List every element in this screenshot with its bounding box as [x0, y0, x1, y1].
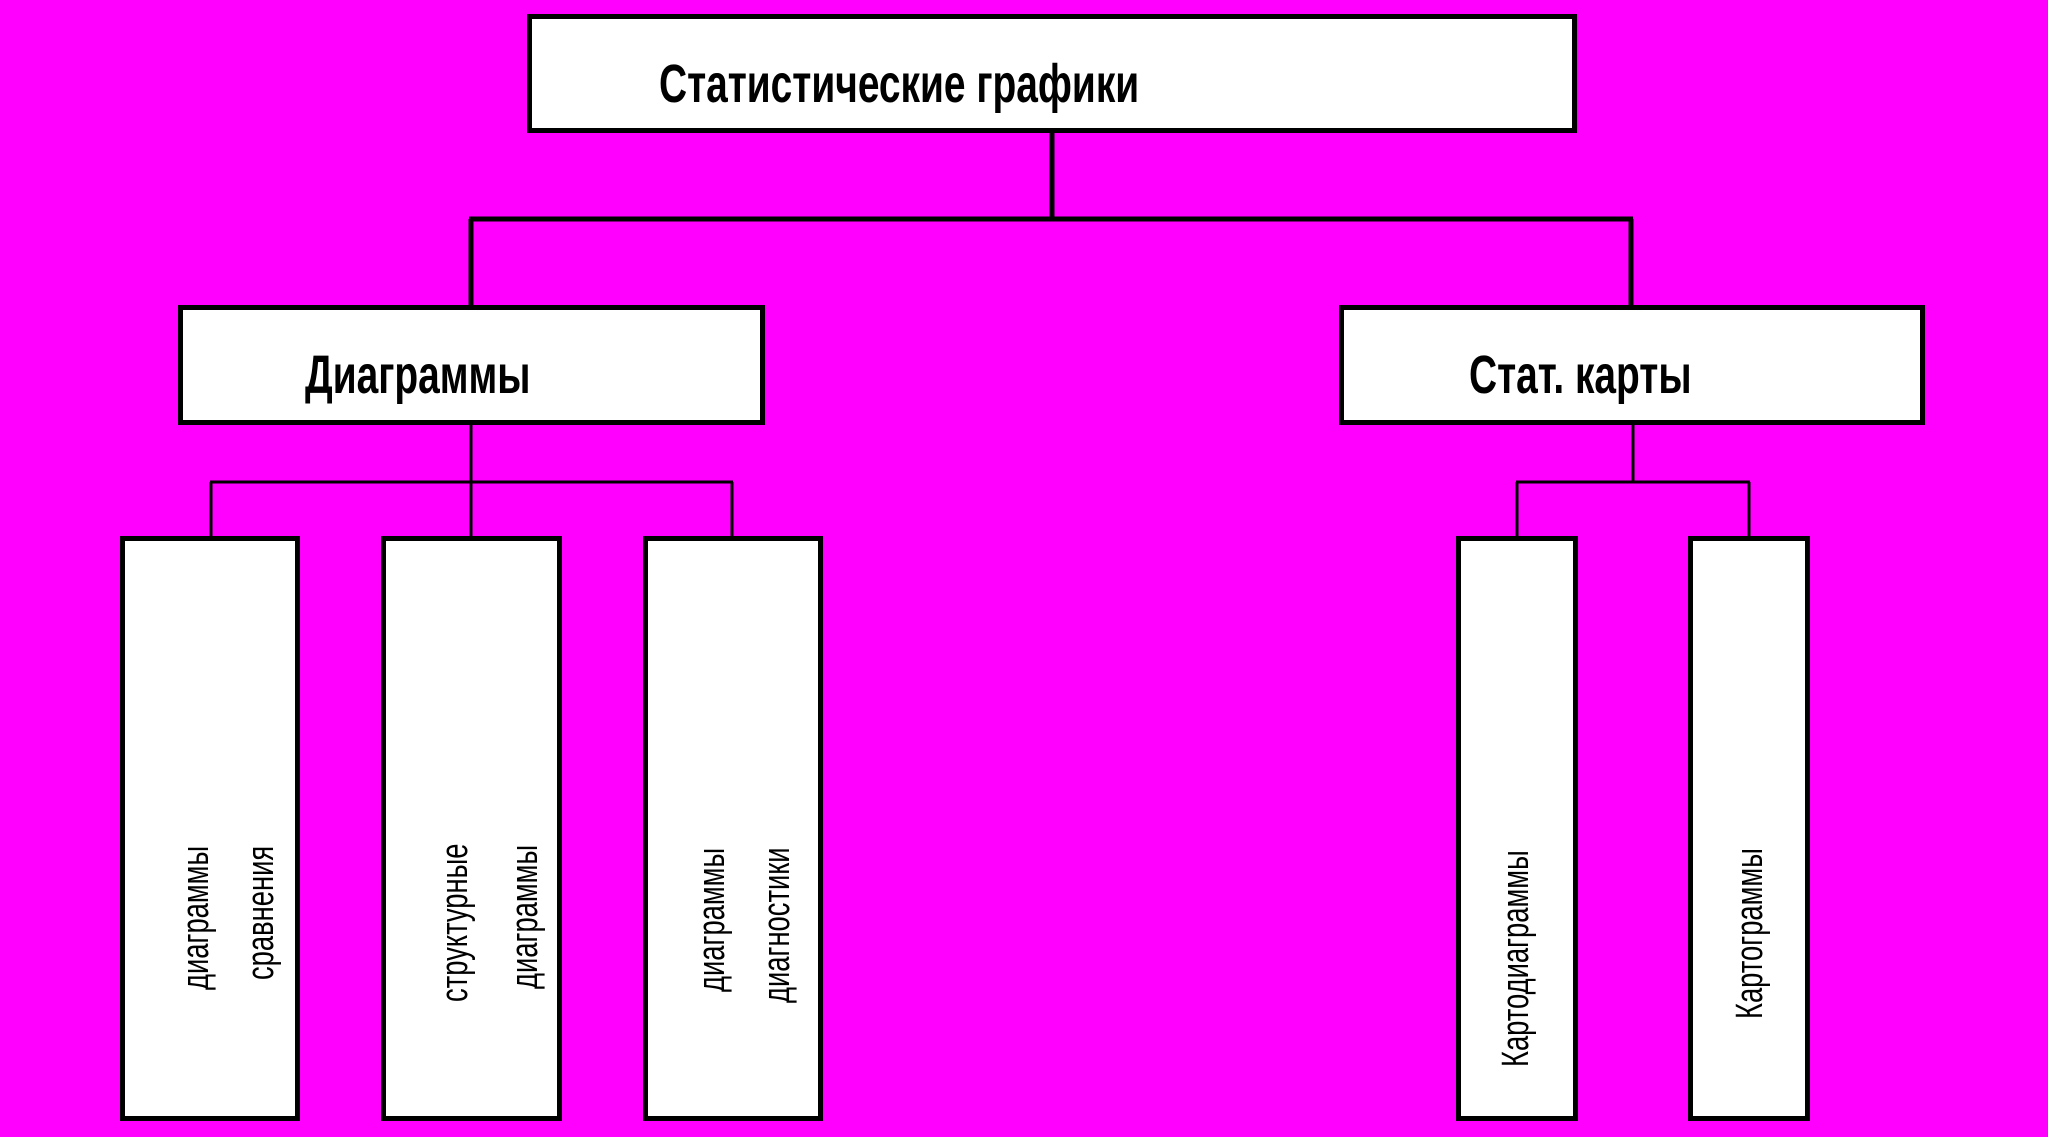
root-node-label: Статистические графики [659, 54, 1140, 114]
comparison-diagrams-node: диаграммы сравнения [120, 536, 300, 1121]
diagrams-node-label: Диаграммы [305, 345, 531, 405]
cartograms-node: Картограммы [1688, 536, 1810, 1121]
structural-diagrams-line2: диаграммы [504, 844, 546, 989]
diagnostic-diagrams-line1: диаграммы [691, 847, 733, 992]
structural-diagrams-line1: структурные [434, 843, 476, 1002]
diagnostic-diagrams-line2: диагностики [756, 847, 798, 1003]
root-node: Статистические графики [527, 14, 1577, 133]
structural-diagrams-node: структурные диаграммы [381, 536, 562, 1121]
comparison-diagrams-line2: сравнения [240, 845, 282, 980]
cartograms-label: Картограммы [1729, 848, 1771, 1019]
maps-node-label: Стат. карты [1469, 345, 1692, 405]
comparison-diagrams-line1: диаграммы [175, 845, 217, 990]
maps-node: Стат. карты [1339, 305, 1925, 425]
cartodiagrams-node: Картодиаграммы [1456, 536, 1578, 1121]
diagrams-node: Диаграммы [178, 305, 765, 425]
cartodiagrams-label: Картодиаграммы [1495, 850, 1537, 1067]
diagnostic-diagrams-node: диаграммы диагностики [643, 536, 823, 1121]
